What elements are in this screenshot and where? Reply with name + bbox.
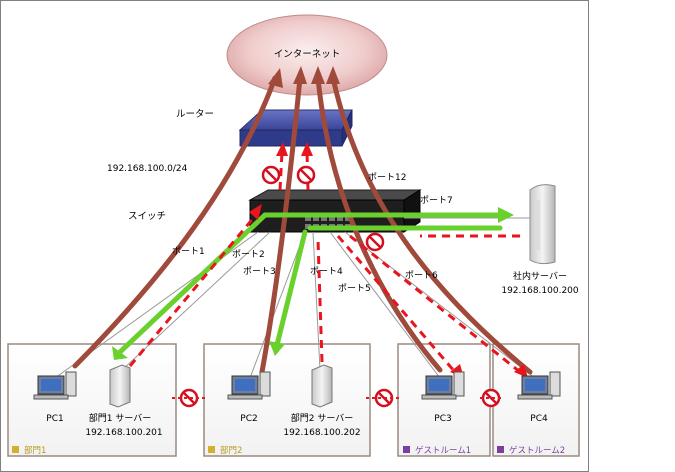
port4-label: ポート4 (310, 266, 343, 277)
pc4-label: PC4 (530, 414, 548, 424)
pc2-label: PC2 (240, 414, 257, 424)
port3-label: ポート3 (243, 266, 276, 277)
server1-label: 部門1 サーバー (89, 412, 152, 424)
block-icon-d1-d2 (179, 388, 199, 408)
internal-server: 社内サーバー 192.168.100.200 (501, 184, 579, 296)
port1-label: ポート1 (172, 246, 205, 257)
tag-dept2: 部門2 (220, 445, 242, 456)
blocked-paths (128, 151, 521, 374)
block-icon-router-1 (261, 165, 281, 185)
pc2-icon (227, 371, 271, 400)
blocked-arrowheads (249, 142, 528, 378)
port5-label: ポート5 (338, 283, 371, 294)
pc4-icon (517, 371, 561, 400)
server1-ip: 192.168.100.201 (85, 428, 162, 438)
server2-ip: 192.168.100.202 (283, 428, 360, 438)
tag-dept1: 部門1 (24, 445, 46, 456)
port2-label: ポート2 (232, 249, 265, 260)
group-frame-guest1: ゲストルーム1 (397, 343, 491, 457)
port12-label: ポート12 (368, 172, 406, 183)
group-frame-dept2: 部門2 (203, 343, 371, 457)
subnet-label: 192.168.100.0/24 (107, 164, 188, 174)
pc1-icon (33, 371, 77, 400)
tag-guest2: ゲストルーム2 (509, 445, 565, 456)
pc3-label: PC3 (434, 414, 451, 424)
router-label: ルーター (176, 109, 214, 120)
internet-cloud: インターネット (226, 14, 388, 96)
block-icon-router-2 (296, 165, 316, 185)
tag-guest1: ゲストルーム1 (415, 445, 471, 456)
internet-paths (72, 66, 533, 375)
port6-label: ポート6 (405, 270, 438, 281)
pc3-icon (421, 371, 465, 400)
port7-label: ポート7 (420, 195, 453, 206)
server2-label: 部門2 サーバー (291, 412, 354, 424)
internal-server-name: 社内サーバー (513, 270, 567, 282)
internet-label: インターネット (274, 49, 341, 60)
allowed-paths (112, 207, 514, 360)
server1-icon (109, 364, 131, 408)
block-icon-port6 (365, 232, 385, 252)
server2-icon (311, 364, 333, 408)
pc1-label: PC1 (46, 414, 63, 424)
block-icon-g1-g2 (481, 388, 501, 408)
internal-server-ip: 192.168.100.200 (501, 286, 579, 296)
switch-label: スイッチ (128, 211, 166, 222)
group-frame-dept1: 部門1 (7, 343, 177, 457)
